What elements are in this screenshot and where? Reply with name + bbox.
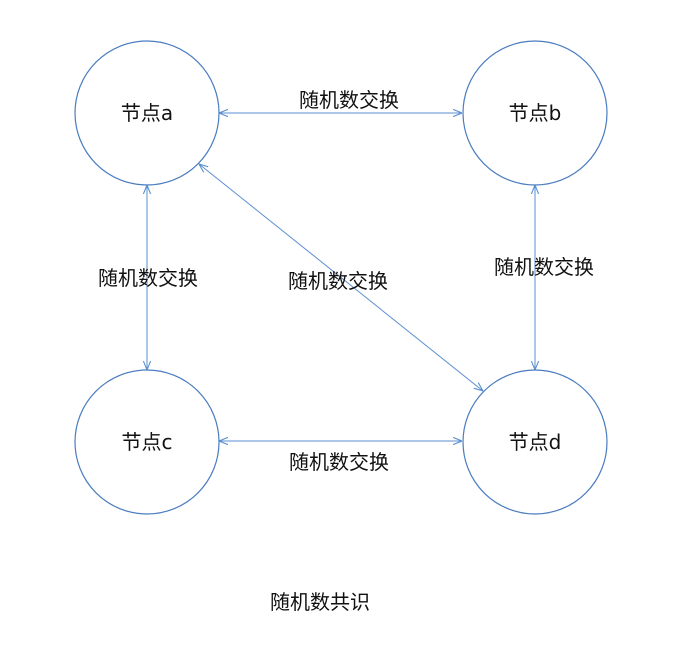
edge-a-d-label: 随机数交换: [288, 269, 388, 293]
node-d-label: 节点d: [509, 430, 562, 454]
node-a-label: 节点a: [121, 101, 173, 125]
diagram-caption: 随机数共识: [270, 590, 370, 614]
node-a-circle: [74, 40, 220, 186]
node-b: 节点b: [462, 40, 608, 186]
node-c: 节点c: [74, 369, 220, 515]
edge-c-d-label: 随机数交换: [289, 450, 389, 474]
node-a: 节点a: [74, 40, 220, 186]
edge-a-c-label: 随机数交换: [98, 266, 198, 290]
node-d-circle: [462, 369, 608, 515]
edges: [147, 113, 535, 441]
node-c-label: 节点c: [122, 430, 173, 454]
edge-a-b-label: 随机数交换: [299, 88, 399, 112]
node-b-label: 节点b: [509, 101, 562, 125]
node-b-circle: [462, 40, 608, 186]
node-d: 节点d: [462, 369, 608, 515]
node-c-circle: [74, 369, 220, 515]
edge-a-d: [199, 164, 483, 391]
edge-b-d-label: 随机数交换: [494, 255, 594, 279]
